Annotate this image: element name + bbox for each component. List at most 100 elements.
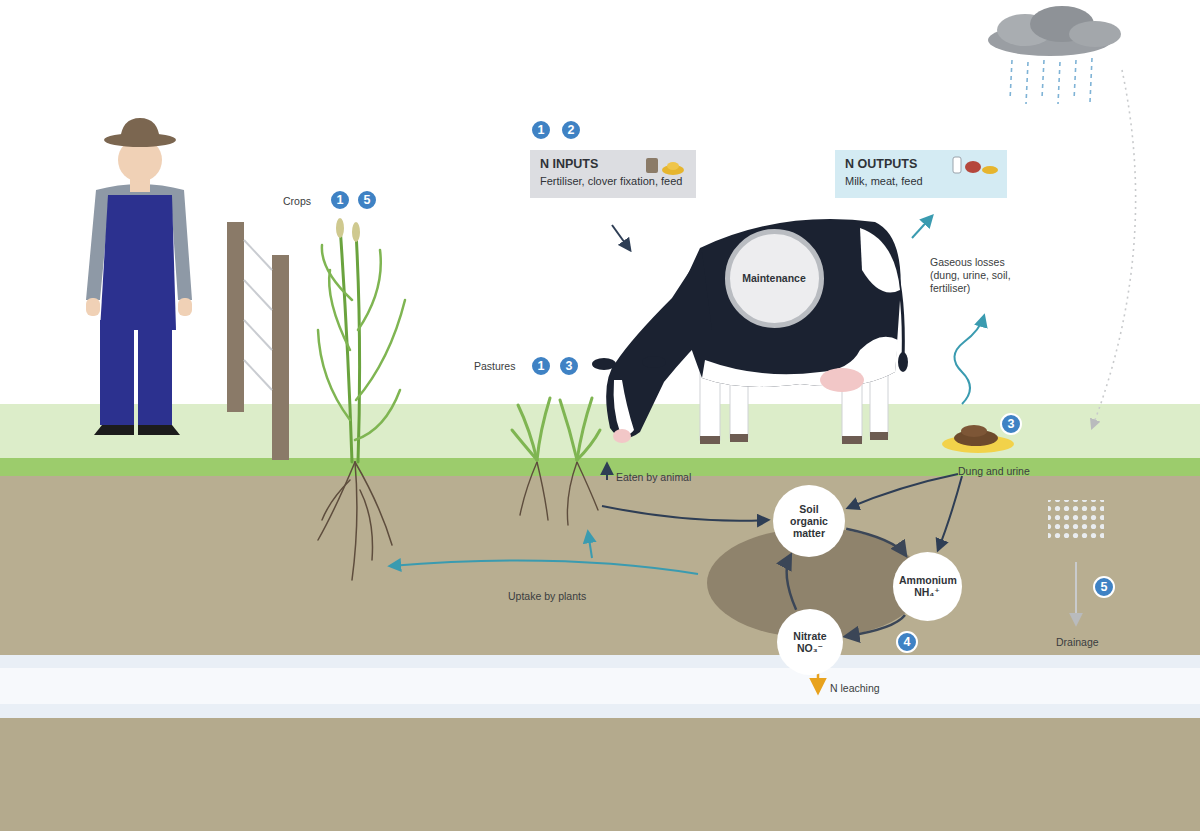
rain-cloud-part xyxy=(1069,21,1121,47)
callout-number: 3 xyxy=(1000,413,1022,435)
cow-part xyxy=(676,219,901,387)
fence-part-part xyxy=(244,280,272,310)
rain-cloud-part-part xyxy=(1042,60,1044,98)
pasture-grass-part-part xyxy=(577,430,600,460)
cow-part xyxy=(700,432,888,444)
ground-part xyxy=(0,718,1200,831)
cow-part-part xyxy=(700,436,720,444)
cycle-arrow xyxy=(787,555,797,610)
farmer-part xyxy=(100,195,176,330)
callout-number: 5 xyxy=(1093,576,1115,598)
circle-label: Soil organic matter xyxy=(783,503,835,539)
farmer xyxy=(86,118,192,435)
text-label: Uptake by plants xyxy=(508,590,586,603)
cow xyxy=(592,219,908,444)
circle-text: Soil organic matter xyxy=(783,503,835,539)
circle-label: Ammonium xyxy=(899,574,955,586)
pasture-grass-part-part xyxy=(512,430,537,460)
drainage-dots xyxy=(1048,500,1104,542)
rain-cloud-part xyxy=(1092,70,1136,428)
inputs-box: N INPUTS Fertiliser, clover fixation, fee… xyxy=(530,150,696,198)
box-body: Fertiliser, clover fixation, feed xyxy=(540,174,686,189)
fence xyxy=(227,222,289,460)
crop-plant xyxy=(318,218,405,580)
pasture-grass-part-part xyxy=(537,462,548,520)
crop-plant-part-part xyxy=(352,462,357,580)
crop-plant-part xyxy=(318,462,392,580)
cow-part-part xyxy=(842,436,862,444)
box-heading: N INPUTS xyxy=(540,157,686,171)
rain-cloud-part-part xyxy=(1090,58,1092,102)
ground-part xyxy=(0,655,1200,719)
pasture-grass-part xyxy=(520,462,598,525)
nitrate-circle: NitrateNO₃⁻ xyxy=(777,609,843,675)
pasture-grass-part-part xyxy=(567,462,577,525)
pasture-grass-part xyxy=(512,398,600,460)
text-label: Pastures xyxy=(474,360,515,373)
pasture-grass-part-part xyxy=(520,462,537,515)
crop-plant-part xyxy=(352,222,360,242)
cow-part xyxy=(898,352,908,372)
flow-arrows-part xyxy=(1075,562,1077,624)
ground-part xyxy=(0,476,1200,656)
farmer-part xyxy=(86,298,100,316)
ammonium-circle: AmmoniumNH₄⁺ xyxy=(893,552,962,621)
crop-plant-part-part xyxy=(356,300,405,400)
ground xyxy=(0,404,1200,831)
box-body: Milk, meat, feed xyxy=(845,174,997,189)
item-icons xyxy=(951,155,999,175)
cow-part xyxy=(702,337,898,387)
callout-number: 3 xyxy=(558,355,580,377)
cow-part xyxy=(642,356,666,368)
ground-part xyxy=(0,404,1200,464)
cow-part-part xyxy=(870,432,888,440)
callout-number: 4 xyxy=(896,631,918,653)
fence-part xyxy=(272,255,289,460)
circle-label: Nitrate xyxy=(784,630,836,642)
crop-plant-part-part xyxy=(356,232,360,462)
text-label: Crops xyxy=(283,195,311,208)
cow-part xyxy=(860,228,900,293)
circle-text: AmmoniumNH₄⁺ xyxy=(899,574,955,598)
flow-arrows xyxy=(390,216,1076,692)
callout-number: 1 xyxy=(329,189,351,211)
flow-arrows-part xyxy=(602,506,768,521)
pasture-grass-part-part xyxy=(518,405,537,460)
pasture-grass-part-part xyxy=(537,398,550,460)
circle-text: NitrateNO₃⁻ xyxy=(784,630,836,654)
text-label: Drainage xyxy=(1056,636,1099,649)
flow-arrows-part xyxy=(390,561,698,574)
farmer-part xyxy=(94,425,134,435)
rain-cloud-part xyxy=(1010,58,1092,104)
flow-arrows-part xyxy=(606,464,608,480)
cow-part xyxy=(606,252,712,438)
cow-part xyxy=(614,380,634,435)
crop-plant-part-part xyxy=(360,490,373,560)
text-label: Eaten by animal xyxy=(616,471,691,484)
crop-plant-part-part xyxy=(358,250,381,330)
rain-cloud-part-part xyxy=(1074,60,1076,100)
rain-cloud-part-part xyxy=(1026,62,1028,104)
ground-part xyxy=(0,458,1200,478)
callout-number: 5 xyxy=(356,189,378,211)
flow-arrows-part xyxy=(938,476,962,550)
crop-plant-part xyxy=(336,218,344,238)
crop-plant-part-part xyxy=(322,245,352,300)
item-icons xyxy=(640,155,688,175)
item-icon xyxy=(953,157,961,173)
circle-label: NH₄⁺ xyxy=(899,586,955,598)
crop-plant-part-part xyxy=(318,462,355,540)
flow-arrows-part xyxy=(588,532,592,558)
rain-cloud-part-part xyxy=(1010,60,1012,100)
soil-organic-matter-circle: Soil organic matter xyxy=(773,485,845,557)
text-label: Dung and urine xyxy=(958,465,1030,478)
circle-label: NO₃⁻ xyxy=(784,642,836,654)
text-label: Gaseous losses (dung, urine, soil, ferti… xyxy=(930,256,1026,295)
flow-arrows-part xyxy=(612,225,630,250)
cow-part xyxy=(613,429,631,443)
circle-label: Maintenance xyxy=(734,272,814,284)
farmer-part xyxy=(120,118,160,140)
rain-cloud-part-part xyxy=(1058,62,1060,104)
